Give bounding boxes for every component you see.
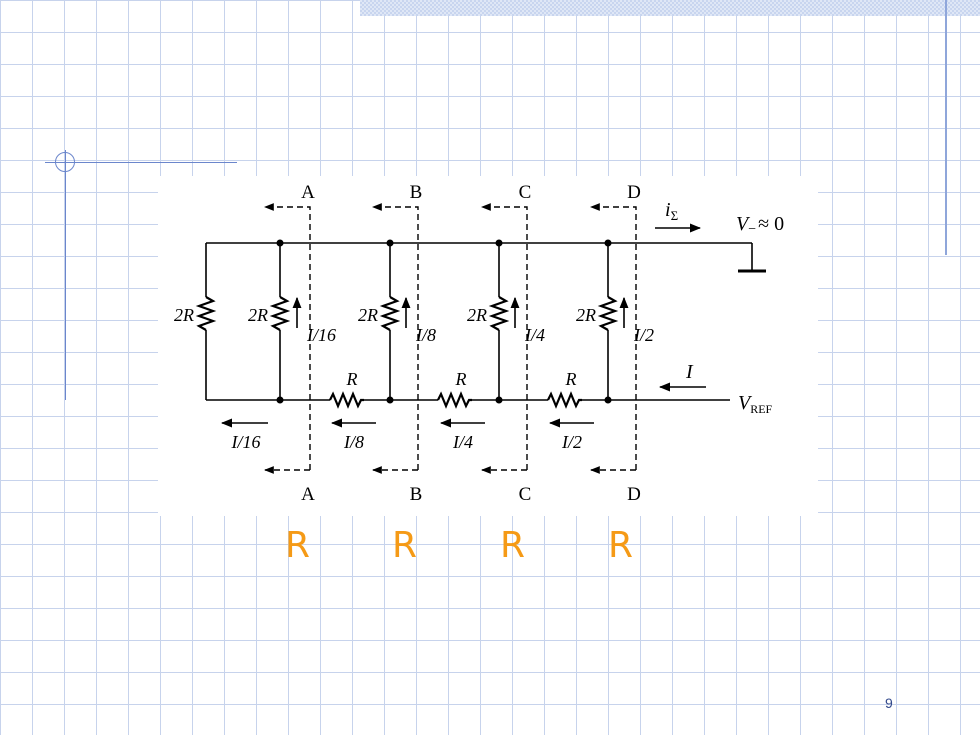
section-label-top: D [627,182,641,203]
sum-current-label: iΣ [665,199,678,223]
vertical-resistor-2r-5 [597,243,619,400]
section-label-bottom: B [410,484,423,505]
bottom-current-label: I/2 [561,432,582,452]
junction-dot [604,239,612,247]
junction-dot [604,396,612,404]
diagram-panel [158,176,818,516]
branch-current-label: I/2 [633,325,654,345]
resistor-2r-label: 2R [576,305,596,325]
section-label-bottom: A [301,484,315,505]
branch-current-label: I/8 [415,325,436,345]
series-resistor-3 [547,391,582,409]
series-resistor-1 [329,391,364,409]
resistor-2r-label: 2R [248,305,268,325]
junction-dot [495,239,503,247]
vertical-resistor-2r-2 [269,243,291,400]
series-resistor-label: R [346,369,358,389]
annotation-r: R [500,525,526,566]
bottom-current-label: I/8 [343,432,364,452]
series-resistor-label: R [565,369,577,389]
junction-dot [495,396,503,404]
right-decor-rule [945,0,947,255]
section-label-top: B [410,182,423,203]
decor-circle [55,152,75,172]
junction-dot [276,396,284,404]
decor-line-vertical [65,150,66,400]
section-label-top: C [519,182,532,203]
decor-line-horizontal [45,162,237,163]
section-label-bottom: C [519,484,532,505]
section-cut-b-top [372,203,419,470]
vertical-resistor-2r-1 [195,243,217,400]
junction-dot [386,239,394,247]
virtual-ground-label: V−≈ 0 [736,213,784,237]
bottom-current-label: I/16 [231,432,261,452]
junction-dot [386,396,394,404]
section-label-top: A [301,182,315,203]
input-current-label: I [685,361,694,383]
top-decor-band [360,0,980,16]
section-cut-d-top [590,203,637,470]
section-label-bottom: D [627,484,641,505]
resistor-2r-label: 2R [174,305,194,325]
vertical-resistor-2r-3 [379,243,401,400]
annotation-r: R [392,525,418,566]
section-cut-a-top [264,203,311,470]
junction-dot [276,239,284,247]
branch-current-label: I/16 [306,325,336,345]
annotation-r: R [285,525,311,566]
annotation-r: R [608,525,634,566]
series-resistor-label: R [455,369,467,389]
resistor-2r-label: 2R [358,305,378,325]
bottom-current-label: I/4 [452,432,473,452]
series-resistor-2 [437,391,472,409]
reference-voltage-label: VREF [738,392,773,416]
section-cut-c-top [481,203,528,470]
vertical-resistor-2r-4 [488,243,510,400]
resistor-2r-label: 2R [467,305,487,325]
page-number: 9 [885,695,893,711]
branch-current-label: I/4 [524,325,545,345]
